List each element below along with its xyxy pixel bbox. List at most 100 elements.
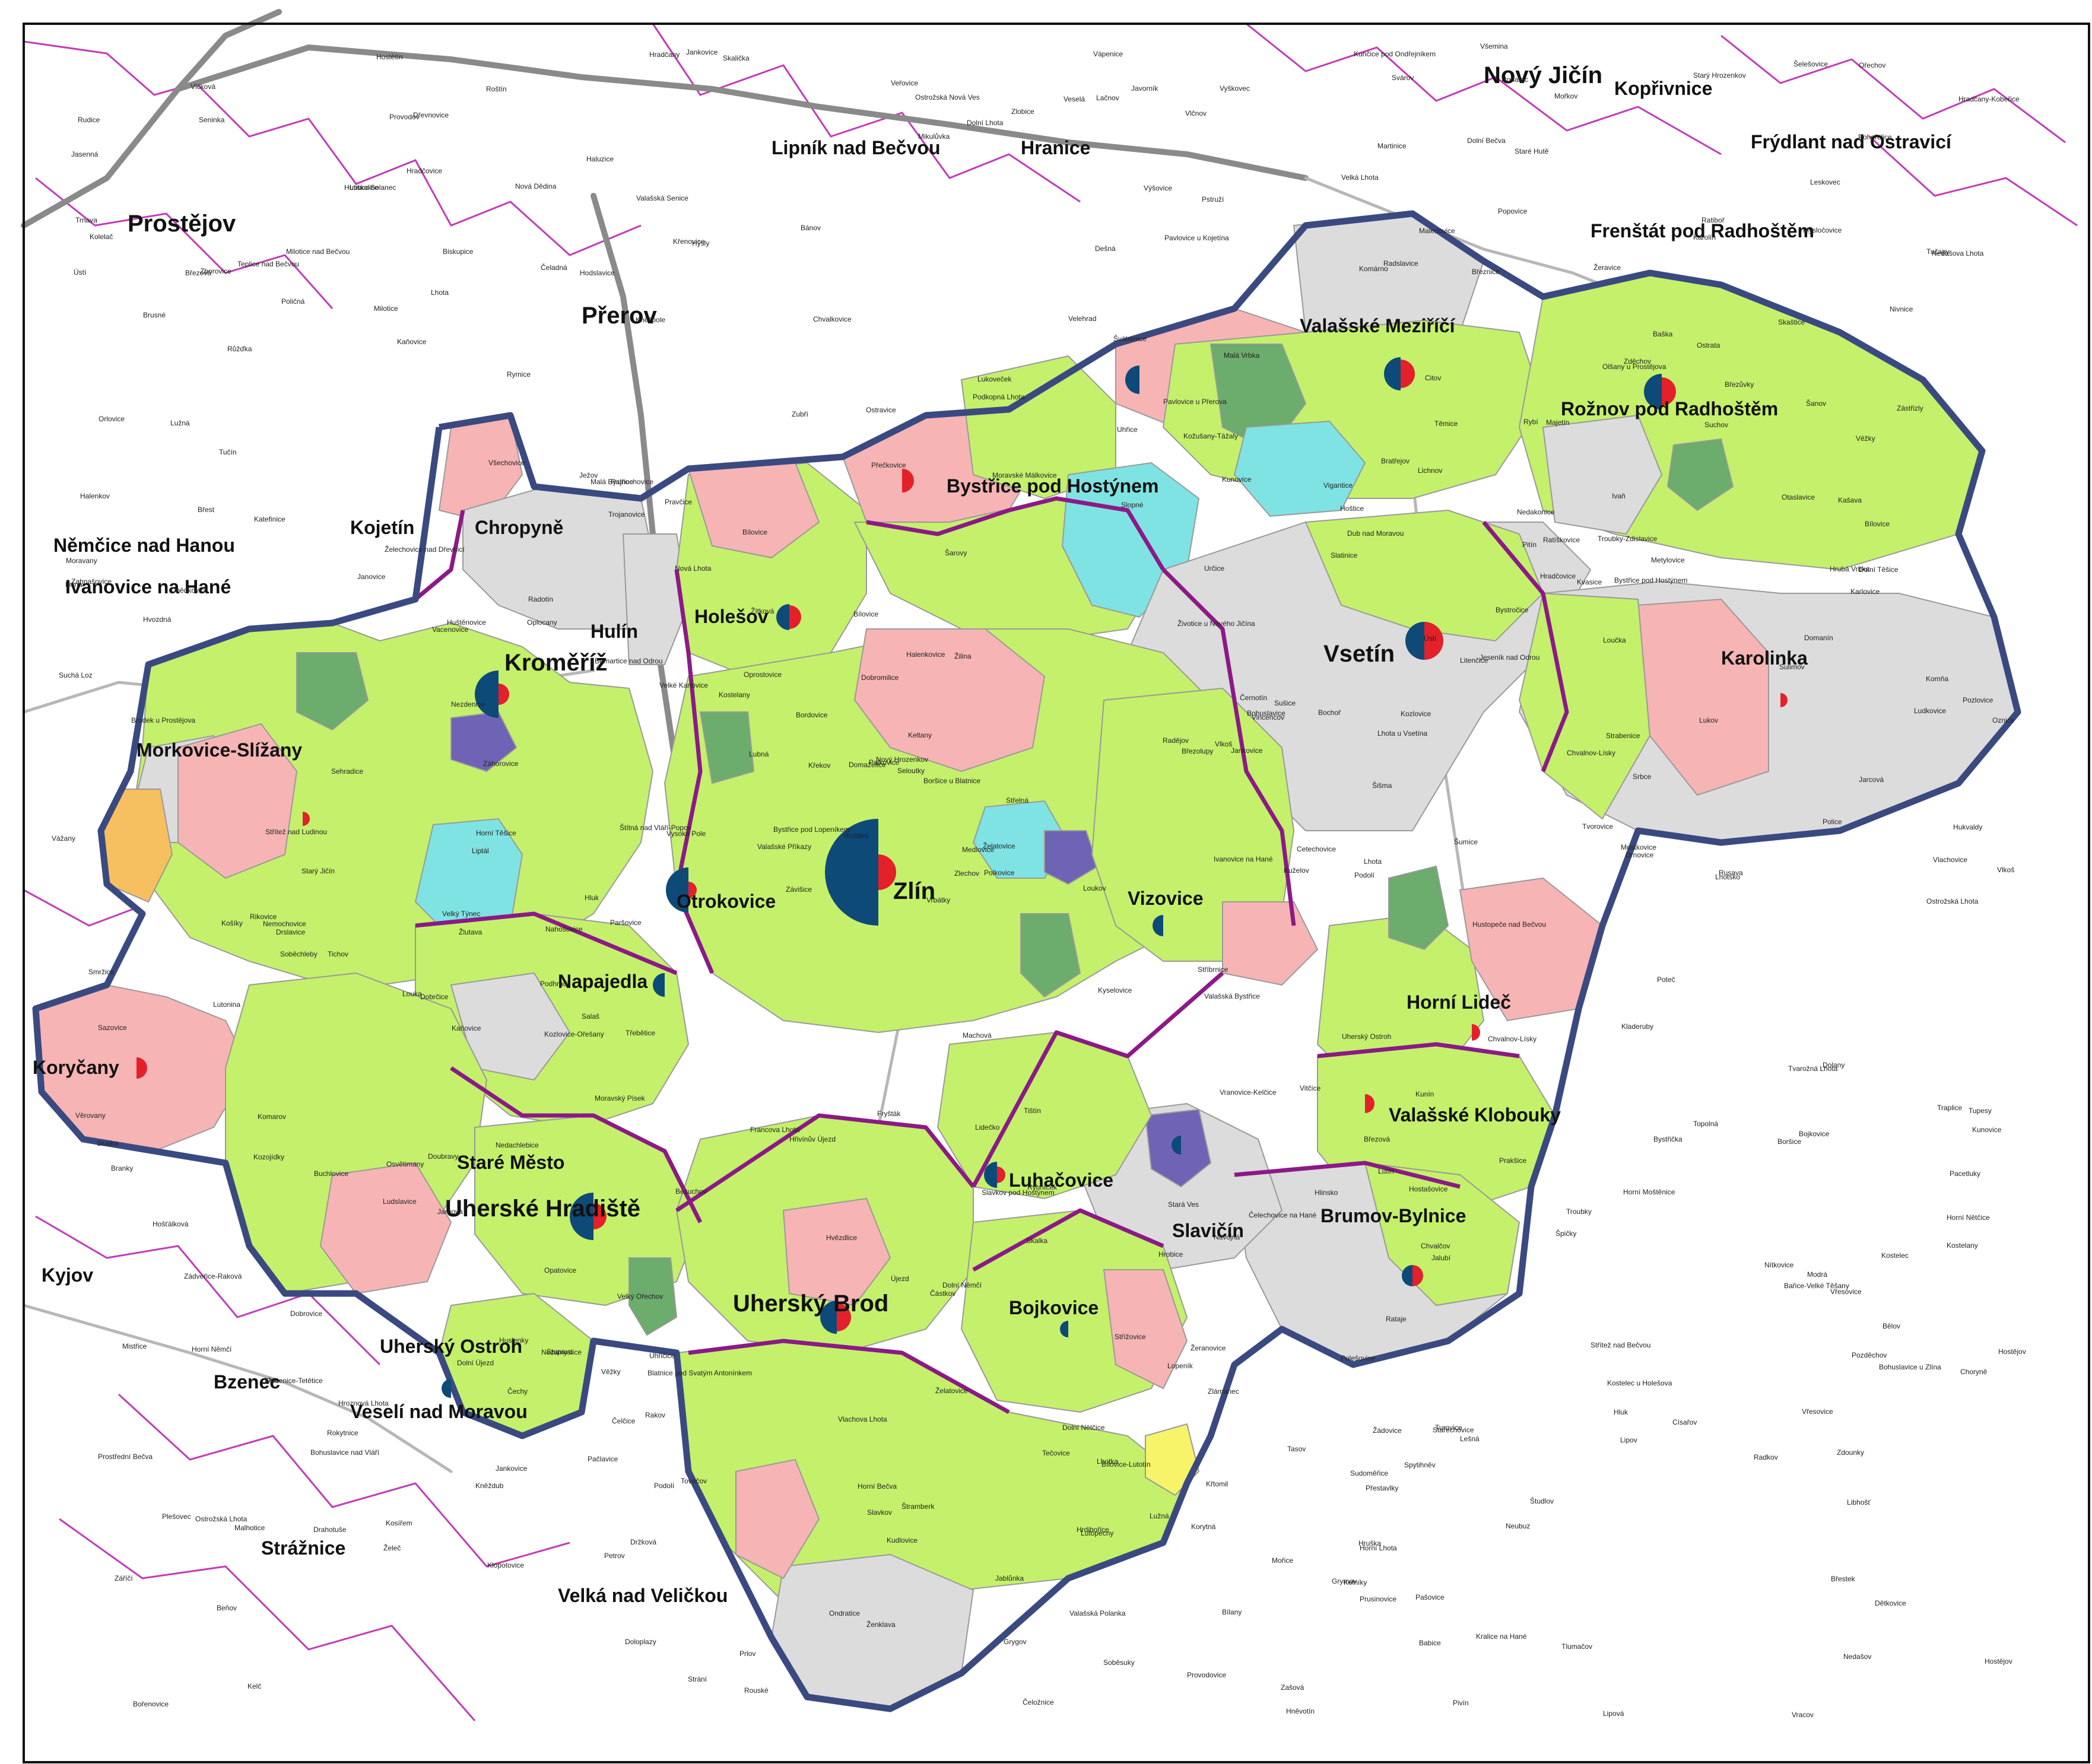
village-label: Věžky bbox=[1856, 434, 1875, 443]
village-label: Vápenice bbox=[1093, 50, 1123, 58]
zone-hornilidec-darkgreen bbox=[1388, 865, 1449, 951]
village-label: Stařechovice bbox=[1433, 1426, 1474, 1434]
label-uostroh: Uherský Ostroh bbox=[380, 1336, 522, 1357]
village-label: Osvětimany bbox=[386, 1160, 424, 1168]
village-label: Pohořelice bbox=[1858, 133, 1892, 141]
label-straznice: Strážnice bbox=[261, 1537, 345, 1559]
village-label: Polešovice bbox=[1341, 1354, 1375, 1362]
village-label: Komňa bbox=[1926, 675, 1948, 683]
village-label: Salaš bbox=[582, 1012, 599, 1021]
village-label: Drnovice bbox=[1626, 851, 1654, 859]
village-label: Skalka bbox=[97, 1139, 118, 1148]
region-boundary bbox=[32, 210, 2021, 1712]
village-label: Suchá Loz bbox=[59, 671, 93, 679]
village-label: Velká Lhota bbox=[1341, 173, 1379, 182]
village-label: Starý Hrozenkov bbox=[1693, 71, 1746, 80]
zone-uh-pink bbox=[319, 1162, 452, 1295]
village-label: Velehrad bbox=[1068, 314, 1096, 323]
village-label: Velký Týnec bbox=[442, 910, 480, 918]
village-label: Karolín bbox=[1693, 233, 1716, 241]
label-stare-mesto: Staré Město bbox=[457, 1152, 564, 1173]
village-label: Křtomil bbox=[1206, 1480, 1228, 1488]
village-label: Rybníček bbox=[1027, 1183, 1058, 1191]
symbol-vsetin bbox=[1405, 622, 1443, 660]
village-label: Přestavlky bbox=[1366, 1484, 1398, 1492]
village-label: Hluk bbox=[585, 894, 599, 902]
village-label: Žeranovice bbox=[1191, 1343, 1226, 1352]
village-label: Růžďka bbox=[227, 345, 252, 353]
village-label: Jablůnka bbox=[995, 1574, 1024, 1582]
village-label: Hradčovice bbox=[1540, 572, 1576, 580]
village-label: Přečkovice bbox=[871, 461, 906, 469]
village-label: Výšovice bbox=[1144, 184, 1172, 192]
village-label: Liptál bbox=[472, 847, 489, 855]
symbol-slavicin bbox=[1172, 1136, 1181, 1155]
inside-town-labels: Kroměříž Chropyně Hulín Holešov Bystřice… bbox=[33, 315, 1808, 1357]
village-label: Šišma bbox=[1372, 781, 1392, 790]
village-label: Horní Nětčice bbox=[1947, 1213, 1990, 1222]
village-label: Rusava bbox=[1719, 869, 1743, 877]
village-label: Lipová bbox=[1603, 1709, 1624, 1718]
village-label: Chvalčov bbox=[1421, 1242, 1450, 1250]
zone-kromeriz-darkgreen bbox=[296, 652, 369, 731]
village-label: Kyselovice bbox=[1098, 986, 1132, 994]
village-label: Kozlovice-Ořešany bbox=[544, 1030, 604, 1038]
village-label: Vlachova Lhota bbox=[838, 1415, 887, 1423]
village-label: Tvarožná Lhota bbox=[1788, 1064, 1838, 1073]
village-label: Slatinice bbox=[1331, 551, 1358, 560]
village-label: Pozlovice bbox=[1963, 696, 1993, 704]
village-label: Plešovec bbox=[162, 1512, 191, 1521]
village-label: Karlovice bbox=[1850, 587, 1880, 596]
village-label: Šanov bbox=[1806, 399, 1826, 408]
village-label: Turovice bbox=[1435, 1423, 1462, 1432]
label-veseli: Veselí nad Moravou bbox=[350, 1401, 528, 1422]
village-label: Záhorovice bbox=[483, 759, 519, 768]
village-label: Ivaň bbox=[1612, 492, 1626, 500]
village-label: Oprostovice bbox=[744, 670, 782, 679]
village-label: Prakšice bbox=[1499, 1156, 1526, 1165]
village-label: Třebětice bbox=[626, 1029, 655, 1037]
village-label: Kostelec u Holešova bbox=[1607, 1379, 1672, 1387]
village-label: Ořechov bbox=[1859, 61, 1885, 69]
village-label: Loučka bbox=[1603, 636, 1626, 644]
village-label: Valašská Senice bbox=[636, 194, 688, 202]
village-label: Ratíškovice bbox=[1543, 536, 1580, 544]
orp-boundaries bbox=[249, 496, 1569, 1415]
village-label: Malhotice bbox=[234, 1524, 265, 1532]
village-label: Lhota bbox=[1364, 857, 1382, 866]
village-label: Dolní Bečva bbox=[1467, 136, 1506, 145]
village-label: Košíky bbox=[221, 919, 243, 927]
label-frenstat: Frenštát pod Radhoštěm bbox=[1591, 220, 1814, 241]
village-label: Kelníky bbox=[1344, 1578, 1367, 1587]
village-label: Návojná bbox=[1214, 1233, 1240, 1241]
village-label: Hodslavice bbox=[580, 269, 615, 277]
village-label: Dolany bbox=[1823, 1061, 1845, 1069]
village-label: Hostějov bbox=[1998, 1347, 2026, 1356]
village-label: Fryšták bbox=[877, 1110, 901, 1118]
village-label: Křenovice bbox=[673, 237, 705, 246]
village-label: Valašská Bystřice bbox=[1204, 992, 1260, 1000]
village-label: Valašská Polanka bbox=[1069, 1609, 1126, 1617]
village-label: Bojkovice bbox=[1799, 1130, 1830, 1138]
village-label: Valašské Příkazy bbox=[757, 843, 811, 851]
village-label: Jasenná bbox=[71, 150, 99, 158]
zone-bojkovice-pink bbox=[1103, 1269, 1188, 1390]
village-label: Ludkovice bbox=[1914, 707, 1946, 715]
village-label: Hýsly bbox=[692, 239, 709, 247]
village-label: Horní Těšice bbox=[476, 829, 516, 837]
village-label: Hrobice bbox=[1158, 1250, 1183, 1258]
village-label: Šelešovice bbox=[1793, 59, 1828, 68]
village-label: Soběsuky bbox=[1103, 1658, 1135, 1667]
village-label: Hluk bbox=[1614, 1408, 1628, 1416]
village-label: Nivnice bbox=[1890, 305, 1913, 313]
village-label: Moravany bbox=[66, 557, 97, 565]
village-label: Vracov bbox=[1792, 1711, 1814, 1719]
symbol-ub bbox=[820, 1301, 851, 1334]
village-label: Březová bbox=[185, 269, 211, 277]
label-valmez: Valašské Meziříčí bbox=[1300, 315, 1456, 336]
village-label: Poličná bbox=[281, 297, 305, 306]
label-morkovice: Morkovice-Slížany bbox=[136, 739, 302, 761]
village-label: Černotín bbox=[1240, 693, 1267, 702]
village-label: Hrubá Vrbka bbox=[1830, 565, 1869, 573]
